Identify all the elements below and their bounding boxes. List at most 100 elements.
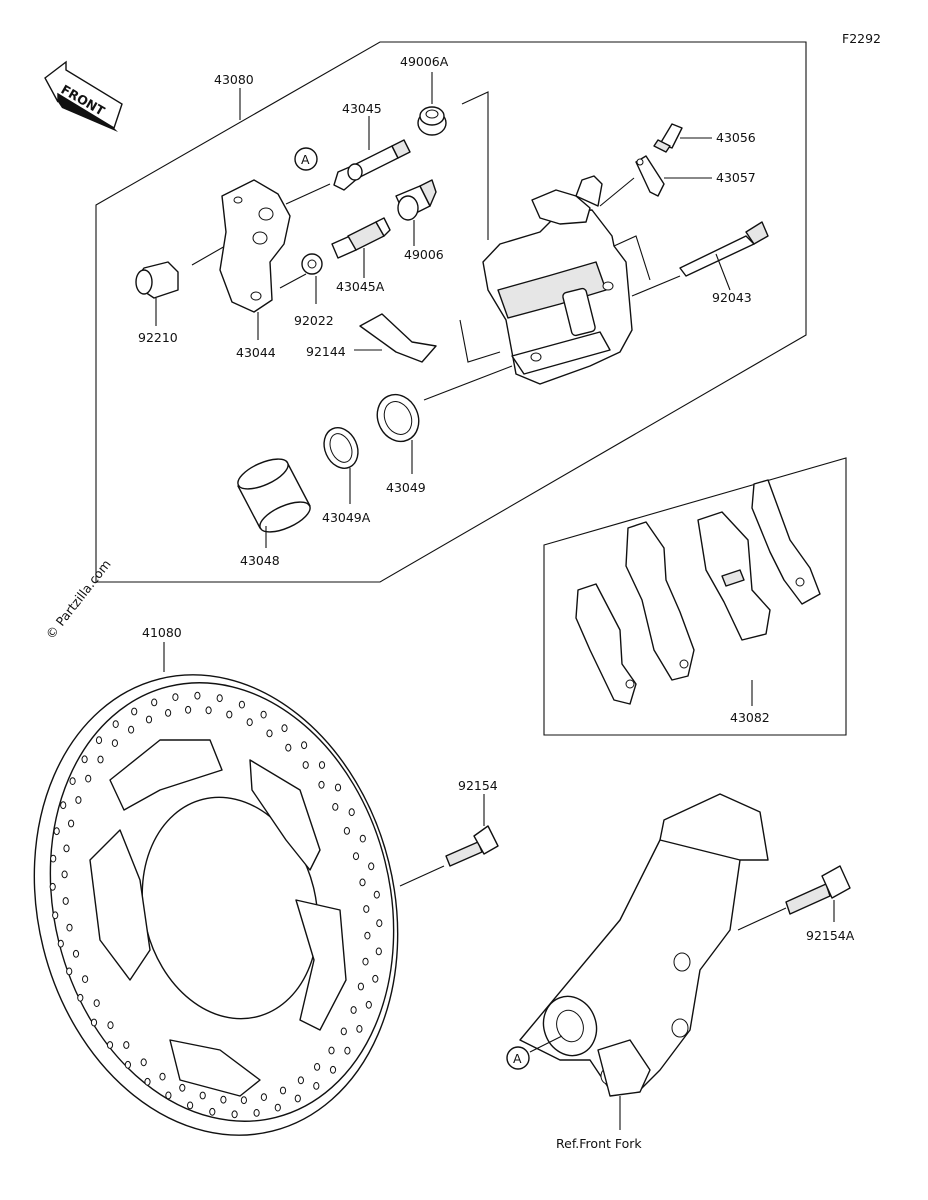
disc-hole xyxy=(66,967,73,976)
disc-hole xyxy=(285,743,292,752)
disc-hole xyxy=(72,949,80,958)
disc-hole xyxy=(260,710,267,719)
pin-43045a xyxy=(331,217,391,259)
disc-hole xyxy=(376,919,383,928)
label-41080: 41080 xyxy=(142,625,182,640)
boot-49006a xyxy=(417,106,447,136)
disc-hole xyxy=(344,1046,351,1055)
disc-hole xyxy=(106,1041,114,1049)
disc-hole xyxy=(57,939,64,948)
disc-hole xyxy=(274,1103,281,1112)
ref-a-top-label: A xyxy=(301,152,310,167)
disc-hole xyxy=(220,1095,227,1104)
disc-hole xyxy=(90,1018,98,1027)
disc-hole xyxy=(131,707,138,716)
label-43045: 43045 xyxy=(342,101,382,116)
disc-hole xyxy=(63,844,70,853)
bolt-92154 xyxy=(445,825,499,867)
disc-hole xyxy=(368,862,375,871)
label-43045A: 43045A xyxy=(336,279,385,294)
disc-hole xyxy=(50,854,57,863)
label-92144: 92144 xyxy=(306,344,346,359)
bolt-92154a xyxy=(785,865,851,915)
disc-hole xyxy=(75,796,82,804)
disc-hole xyxy=(297,1076,304,1085)
disc-hole xyxy=(111,739,119,747)
label-92154A: 92154A xyxy=(806,928,855,943)
label-43080: 43080 xyxy=(214,72,254,87)
disc-hole xyxy=(124,1060,132,1069)
disc-hole xyxy=(231,1110,238,1119)
disc-hole xyxy=(159,1072,166,1081)
label-43082: 43082 xyxy=(730,710,770,725)
pin-92043 xyxy=(679,221,769,277)
label-ref-front-fork: Ref.Front Fork xyxy=(556,1136,642,1151)
bleeder-43056 xyxy=(653,123,683,153)
disc-hole xyxy=(165,1091,172,1100)
disc-hole xyxy=(93,999,100,1007)
disc-hole xyxy=(364,931,371,940)
boot-49006 xyxy=(395,179,437,221)
disc-hole xyxy=(95,736,103,745)
caliper-assembly-outline xyxy=(95,41,807,583)
label-92154: 92154 xyxy=(458,778,498,793)
disc-hole xyxy=(362,957,369,966)
disc-hole xyxy=(151,698,158,707)
disc-hole xyxy=(112,720,119,728)
diagram-code: F2292 xyxy=(842,31,881,46)
disc-hole xyxy=(318,780,325,789)
disc-hole xyxy=(352,852,360,861)
disc-hole xyxy=(240,1096,247,1105)
disc-hole xyxy=(187,1101,194,1110)
disc-hole xyxy=(357,982,364,991)
disc-hole xyxy=(77,993,84,1002)
disc-hole xyxy=(194,691,201,700)
seal-43049a xyxy=(323,427,359,469)
disc-hole xyxy=(359,834,366,843)
pad-set-outline xyxy=(543,457,847,736)
disc-hole xyxy=(62,897,69,905)
label-43048: 43048 xyxy=(240,553,280,568)
disc-hole xyxy=(266,729,273,738)
disc-hole xyxy=(301,741,308,750)
piston-43048 xyxy=(237,458,311,533)
disc-hole xyxy=(60,801,67,810)
disc-hole xyxy=(216,694,223,703)
disc-hole xyxy=(69,777,76,785)
label-92022: 92022 xyxy=(294,313,334,328)
disc-hole xyxy=(328,1046,335,1055)
disc-hole xyxy=(107,1021,114,1030)
disc-hole xyxy=(61,870,68,879)
pin-43045 xyxy=(333,139,411,191)
ref-a-bottom xyxy=(506,1046,530,1070)
disc-hole xyxy=(356,1025,363,1033)
disc-hole xyxy=(359,878,366,887)
disc-hole xyxy=(313,1082,320,1090)
spring-92144 xyxy=(359,313,437,363)
disc-hole xyxy=(82,975,89,983)
disc-hole xyxy=(185,705,192,714)
disc-hole xyxy=(340,1027,347,1036)
label-43056: 43056 xyxy=(716,130,756,145)
disc-hole xyxy=(246,718,253,727)
washer-92022 xyxy=(301,253,323,275)
disc-hole xyxy=(302,761,309,769)
disc-hole xyxy=(179,1083,186,1092)
disc-hole xyxy=(165,709,172,717)
disc-hole xyxy=(348,808,355,817)
disc-hole xyxy=(314,1063,321,1071)
bushing-92210 xyxy=(135,261,179,299)
disc-hole xyxy=(343,827,350,835)
disc-hole xyxy=(123,1041,130,1049)
disc-hole xyxy=(318,761,326,769)
disc-hole xyxy=(238,700,245,709)
label-43044: 43044 xyxy=(236,345,276,360)
label-49006A: 49006A xyxy=(400,54,449,69)
disc-hole xyxy=(205,706,212,715)
front-arrow-icon: FRONT xyxy=(44,60,123,132)
disc-hole xyxy=(53,827,60,836)
caliper-body xyxy=(482,175,633,385)
cap-43057 xyxy=(635,155,665,197)
ref-a-bottom-label: A xyxy=(513,1051,522,1066)
